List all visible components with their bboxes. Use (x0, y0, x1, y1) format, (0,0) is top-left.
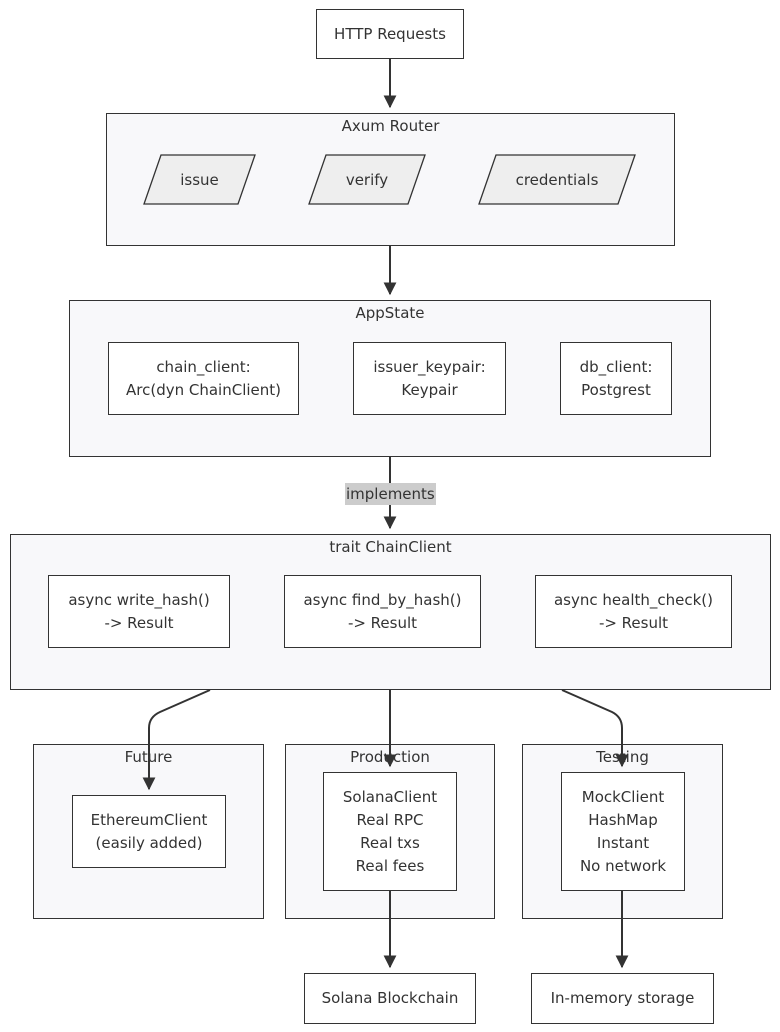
route-credentials: credentials (478, 154, 636, 205)
node-label: EthereumClient (90, 810, 208, 829)
node-health-check: async health_check() -> Result (535, 575, 732, 648)
edge-trait-to-ethereum (142, 689, 211, 791)
node-chain-client: chain_client: Arc(dyn ChainClient) (108, 342, 299, 415)
node-label: async find_by_hash() (303, 590, 462, 609)
node-label: In-memory storage (550, 989, 695, 1007)
node-label: No network (579, 856, 667, 875)
node-label: Real RPC (356, 810, 424, 829)
edge-trait-to-mock (561, 689, 629, 768)
node-ethereum-client: EthereumClient (easily added) (72, 795, 226, 868)
node-find-by-hash: async find_by_hash() -> Result (284, 575, 481, 648)
node-label: async write_hash() (68, 590, 210, 609)
route-issue-label: issue (180, 171, 219, 189)
node-label: db_client: (579, 357, 653, 376)
node-label: -> Result (347, 613, 418, 632)
node-label: Keypair (401, 380, 458, 399)
node-label: -> Result (104, 613, 174, 632)
node-label: Instant (596, 833, 650, 852)
cluster-title-axum-router: Axum Router (341, 117, 440, 135)
node-solana-client: SolanaClient Real RPC Real txs Real fees (323, 772, 457, 891)
node-in-memory-storage: In-memory storage (531, 973, 714, 1024)
node-label: MockClient (581, 787, 665, 806)
cluster-title-trait-chainclient: trait ChainClient (329, 538, 452, 556)
node-label: (easily added) (95, 833, 203, 852)
node-issuer-keypair: issuer_keypair: Keypair (353, 342, 506, 415)
cluster-title-appstate: AppState (355, 304, 425, 322)
node-label: Real fees (355, 856, 425, 875)
node-label: SolanaClient (342, 787, 438, 806)
route-issue: issue (143, 154, 256, 205)
node-label: -> Result (598, 613, 669, 632)
node-label: HTTP Requests (334, 24, 446, 43)
node-http-requests: HTTP Requests (316, 9, 464, 59)
node-label: Arc(dyn ChainClient) (126, 380, 281, 399)
route-verify: verify (308, 154, 426, 205)
route-verify-label: verify (346, 171, 388, 189)
node-label: HashMap (588, 810, 658, 829)
node-label: chain_client: (156, 357, 251, 376)
node-db-client: db_client: Postgrest (560, 342, 672, 415)
node-mock-client: MockClient HashMap Instant No network (561, 772, 685, 891)
route-credentials-label: credentials (516, 171, 599, 189)
node-label: Real txs (360, 833, 420, 852)
node-label: Solana Blockchain (321, 989, 459, 1007)
node-label: async health_check() (553, 590, 713, 609)
node-solana-blockchain: Solana Blockchain (304, 973, 476, 1024)
node-label: Postgrest (581, 380, 651, 399)
node-label: issuer_keypair: (373, 357, 486, 376)
node-write-hash: async write_hash() -> Result (48, 575, 230, 648)
edge-label-implements: implements (345, 483, 436, 505)
